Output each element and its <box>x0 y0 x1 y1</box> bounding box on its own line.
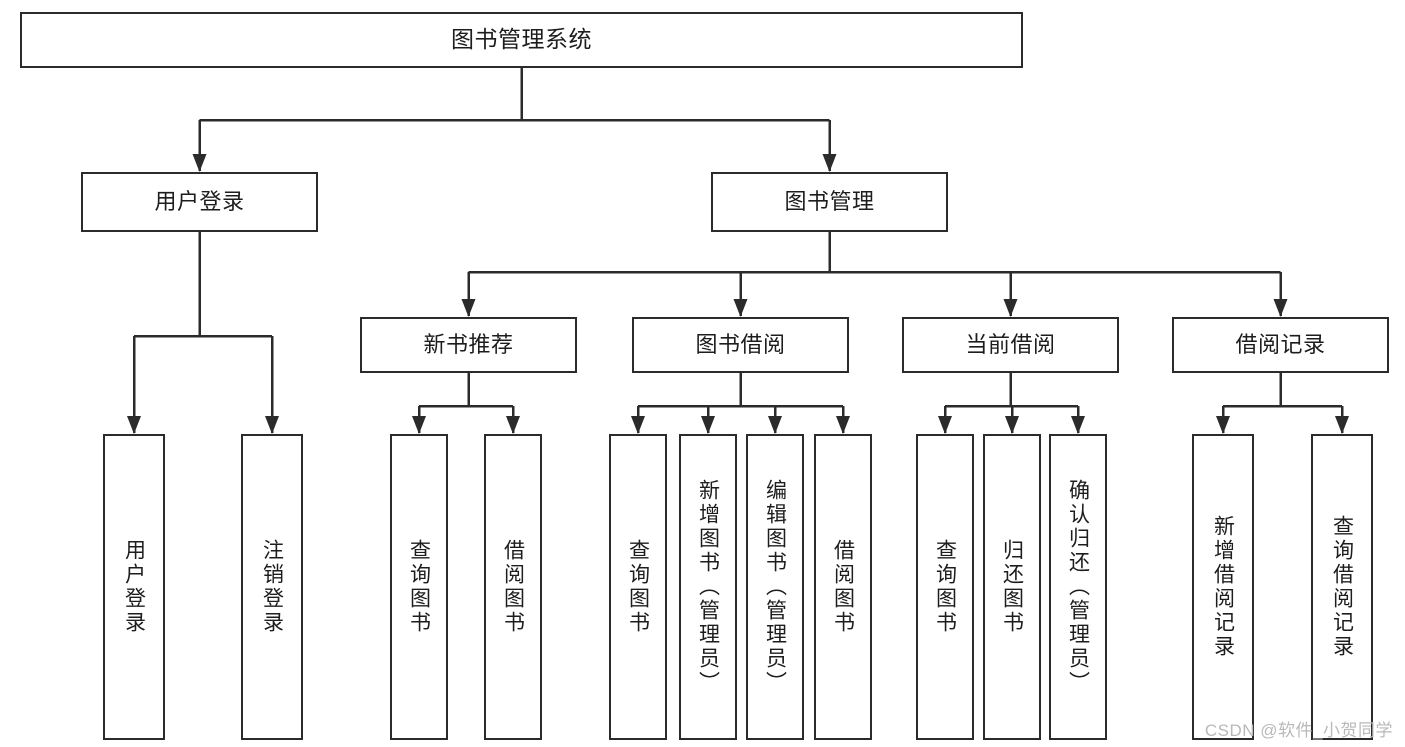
node-leaf-borrow-book-new[interactable]: 借阅图书 <box>484 434 542 740</box>
node-label: 新书推荐 <box>423 332 514 358</box>
arrow-head-icon <box>822 154 837 172</box>
node-label: 查询图书 <box>626 539 650 635</box>
arrow-head-icon <box>836 416 850 434</box>
node-new-book-recommend[interactable]: 新书推荐 <box>360 317 577 373</box>
arrow-head-icon <box>1216 416 1230 434</box>
node-leaf-add-record[interactable]: 新增借阅记录 <box>1192 434 1254 740</box>
arrow-head-icon <box>631 416 645 434</box>
node-leaf-user-logout[interactable]: 注销登录 <box>241 434 303 740</box>
node-label: 编辑图书（管理员） <box>763 479 787 695</box>
arrow-head-icon <box>1003 299 1018 317</box>
node-leaf-query-record[interactable]: 查询借阅记录 <box>1311 434 1373 740</box>
arrow-head-icon <box>1273 299 1288 317</box>
node-label: 借阅图书 <box>831 539 855 635</box>
node-leaf-return-book[interactable]: 归还图书 <box>983 434 1041 740</box>
node-leaf-confirm-return[interactable]: 确认归还（管理员） <box>1049 434 1107 740</box>
node-leaf-user-login[interactable]: 用户登录 <box>103 434 165 740</box>
node-leaf-edit-book[interactable]: 编辑图书（管理员） <box>746 434 804 740</box>
arrow-head-icon <box>1071 416 1085 434</box>
arrow-head-icon <box>1335 416 1349 434</box>
node-label: 查询图书 <box>407 539 431 635</box>
node-label: 新增图书（管理员） <box>696 479 720 695</box>
node-leaf-borrow-book[interactable]: 借阅图书 <box>814 434 872 740</box>
node-label: 注销登录 <box>260 539 284 635</box>
arrow-head-icon <box>127 416 141 434</box>
node-label: 借阅图书 <box>501 539 525 635</box>
arrow-head-icon <box>733 299 748 317</box>
watermark: CSDN @软件_小贺同学 <box>1204 721 1393 740</box>
arrow-head-icon <box>701 416 715 434</box>
node-label: 借阅记录 <box>1235 332 1326 358</box>
node-label: 图书管理系统 <box>451 26 592 53</box>
node-leaf-add-book[interactable]: 新增图书（管理员） <box>679 434 737 740</box>
node-leaf-query-book-current[interactable]: 查询图书 <box>916 434 974 740</box>
node-user-login[interactable]: 用户登录 <box>81 172 318 232</box>
node-leaf-query-book-new[interactable]: 查询图书 <box>390 434 448 740</box>
arrow-head-icon <box>1005 416 1019 434</box>
node-label: 归还图书 <box>1000 539 1024 635</box>
node-label: 当前借阅 <box>965 332 1056 358</box>
node-leaf-query-book-borrow[interactable]: 查询图书 <box>609 434 667 740</box>
node-label: 新增借阅记录 <box>1211 515 1235 659</box>
node-label: 图书借阅 <box>695 332 786 358</box>
arrow-head-icon <box>768 416 782 434</box>
arrow-head-icon <box>412 416 426 434</box>
node-label: 图书管理 <box>784 189 875 215</box>
node-borrow-record[interactable]: 借阅记录 <box>1172 317 1389 373</box>
arrow-head-icon <box>938 416 952 434</box>
node-label: 查询图书 <box>933 539 957 635</box>
node-root[interactable]: 图书管理系统 <box>20 12 1023 68</box>
node-book-manage[interactable]: 图书管理 <box>711 172 948 232</box>
node-label: 用户登录 <box>122 539 146 635</box>
node-current-borrow[interactable]: 当前借阅 <box>902 317 1119 373</box>
node-label: 确认归还（管理员） <box>1066 479 1090 695</box>
node-book-borrow[interactable]: 图书借阅 <box>632 317 849 373</box>
arrow-head-icon <box>461 299 476 317</box>
arrow-head-icon <box>192 154 207 172</box>
node-label: 用户登录 <box>154 189 245 215</box>
arrow-head-icon <box>506 416 520 434</box>
arrow-head-icon <box>265 416 279 434</box>
node-label: 查询借阅记录 <box>1330 515 1354 659</box>
